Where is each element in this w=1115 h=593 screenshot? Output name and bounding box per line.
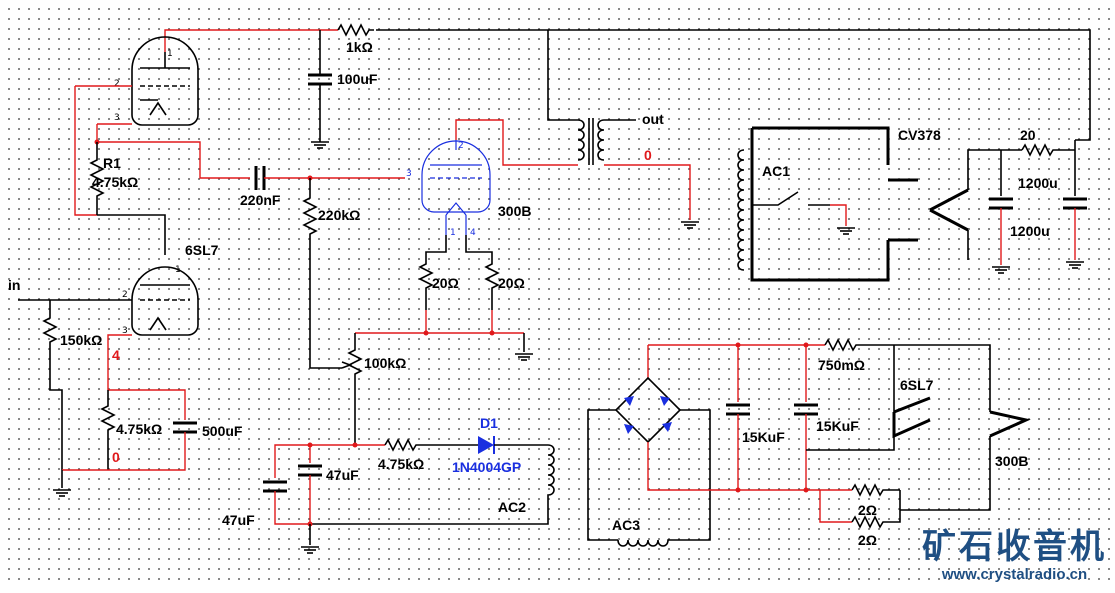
capacitor-220nf: 220nF <box>240 166 405 208</box>
capacitor-100uf: 100uF <box>308 30 378 149</box>
tube-6sl7-lower: 1 2 3 6SL7 <box>122 242 219 336</box>
label-c-15k-a: 15KuF <box>742 429 785 445</box>
tube-300b: 2 3 1 4 300B <box>406 140 531 238</box>
label-r-220k: 220kΩ <box>318 207 360 223</box>
label-cv378: CV378 <box>898 127 941 143</box>
label-r-20b: 20Ω <box>498 275 525 291</box>
label-r-2b: 2Ω <box>858 532 877 548</box>
label-c-47u-a: 47uF <box>326 467 359 483</box>
label-r-750m: 750mΩ <box>818 357 865 373</box>
label-t1-2: 2 <box>114 79 120 89</box>
hv-supply-cv378: AC1 CV378 20 1200u 1200u <box>737 126 1087 282</box>
label-c-1200u-b: 1200u <box>1010 223 1050 239</box>
label-100uf: 100uF <box>337 71 378 87</box>
cathode-resistors-20ohm: 20Ω 20Ω <box>418 260 534 361</box>
label-ac1: AC1 <box>762 163 790 179</box>
potentiometer-100k: 100kΩ <box>341 332 426 445</box>
label-t2-2: 2 <box>122 290 128 300</box>
label-pot-100k: 100kΩ <box>364 355 406 371</box>
label-out: out <box>642 111 664 127</box>
bias-supply: 4.75kΩ D1 1N4004GP AC2 47uF 47uF <box>222 415 555 554</box>
watermark-url: www.crystalradio.cn <box>941 566 1088 583</box>
label-r-475k-b: 4.75kΩ <box>116 421 162 437</box>
label-t1-1: 1 <box>167 49 173 59</box>
resistor-220k: 220kΩ <box>302 178 360 369</box>
watermark-logo: 矿石收音机 www.crystalradio.cn <box>922 528 1107 584</box>
tube-6sl7-upper: 1 2 3 <box>114 36 199 126</box>
label-c-220n: 220nF <box>240 192 281 208</box>
label-t1-3: 3 <box>114 113 120 123</box>
resistor-1k: 1kΩ <box>337 23 374 55</box>
label-fil-300b: 300B <box>995 453 1028 469</box>
label-d1-part: 1N4004GP <box>452 459 521 475</box>
label-t2-1: 1 <box>175 265 181 275</box>
label-r-20: 20 <box>1020 127 1036 143</box>
watermark-title: 矿石收音机 <box>922 527 1107 567</box>
label-ac3: AC3 <box>612 517 640 533</box>
label-r-2a: 2Ω <box>858 502 877 518</box>
label-in: in <box>8 277 20 293</box>
resistor-r1: R1 4.75kΩ <box>89 142 166 255</box>
label-node0-bot: 0 <box>112 449 120 465</box>
label-c-47u-b: 47uF <box>222 512 255 528</box>
label-tube-300b-label: 300B <box>498 203 531 219</box>
label-r-475k-c: 4.75kΩ <box>378 456 424 472</box>
label-c-15k-b: 15KuF <box>816 418 859 434</box>
label-t3-3: 3 <box>406 169 412 179</box>
label-r1-val: 4.75kΩ <box>92 174 138 190</box>
label-r-20a: 20Ω <box>432 275 459 291</box>
b-plus-rail <box>164 29 1091 141</box>
label-r1-name: R1 <box>103 155 121 171</box>
label-node0-top: 0 <box>644 147 652 163</box>
label-c-1200u-a: 1200u <box>1018 175 1058 191</box>
label-r-150k: 150kΩ <box>60 332 102 348</box>
label-1k: 1kΩ <box>346 39 373 55</box>
label-d1-name: D1 <box>480 415 498 431</box>
output-transformer: out 0 <box>577 111 700 229</box>
filament-supply: 750mΩ AC3 15KuF 15KuF 6SL7 300B <box>587 338 1031 548</box>
label-node4: 4 <box>112 347 120 363</box>
label-t3-2: 2 <box>458 141 464 151</box>
label-t3-1: 1 <box>450 228 456 238</box>
label-c-500u: 500uF <box>202 423 243 439</box>
label-fil-6sl7: 6SL7 <box>900 377 934 393</box>
label-tube-6sl7-label: 6SL7 <box>185 242 219 258</box>
label-ac2: AC2 <box>498 499 526 515</box>
label-t3-4: 4 <box>470 228 476 238</box>
label-t2-3: 3 <box>122 326 128 336</box>
